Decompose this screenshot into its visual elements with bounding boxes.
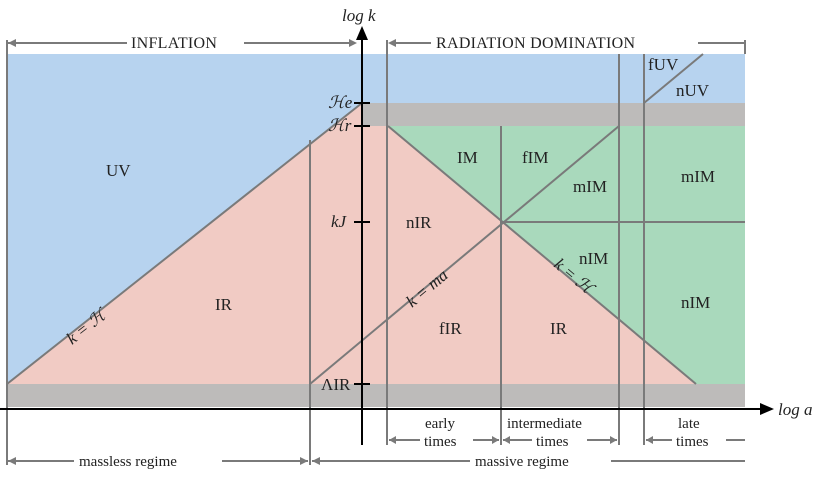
ir-region-radiation bbox=[362, 103, 696, 384]
region-label-nir: nIR bbox=[406, 213, 432, 232]
region-label-im: IM bbox=[457, 148, 478, 167]
tick-label-lambda-ir: ΛIR bbox=[321, 375, 351, 394]
regime-massless: massless regime bbox=[79, 454, 177, 470]
region-label-mim-mid: mIM bbox=[573, 177, 607, 196]
region-label-mim-right: mIM bbox=[681, 167, 715, 186]
time-intermediate-bottom: times bbox=[536, 434, 569, 450]
im-region bbox=[388, 126, 745, 384]
radiation-header: RADIATION DOMINATION bbox=[436, 35, 635, 52]
inflation-header: INFLATION bbox=[131, 35, 217, 52]
tick-label-kJ: kJ bbox=[331, 212, 348, 231]
time-late-bottom: times bbox=[676, 434, 709, 450]
region-label-fuv: fUV bbox=[648, 55, 679, 74]
radiation-arrow-left bbox=[388, 39, 396, 47]
region-label-uv: UV bbox=[106, 161, 131, 180]
region-label-ir: IR bbox=[215, 295, 233, 314]
gray-band-top bbox=[362, 103, 745, 126]
tick-label-Hr: ℋr bbox=[328, 116, 352, 135]
y-axis-arrowhead bbox=[356, 26, 368, 40]
y-axis-label: log k bbox=[342, 6, 376, 25]
inflation-arrow-right bbox=[349, 39, 357, 47]
region-label-nim-mid: nIM bbox=[579, 249, 608, 268]
regime-massive: massive regime bbox=[475, 454, 569, 470]
inflation-arrow-left bbox=[8, 39, 16, 47]
x-axis-label: log a bbox=[778, 400, 812, 419]
region-label-nim-right: nIM bbox=[681, 293, 710, 312]
time-intermediate-top: intermediate bbox=[507, 416, 582, 432]
region-label-nuv: nUV bbox=[676, 81, 710, 100]
region-label-fim: fIM bbox=[522, 148, 548, 167]
region-label-ir-right: IR bbox=[550, 319, 568, 338]
x-axis-arrowhead bbox=[760, 403, 774, 415]
time-early-bottom: times bbox=[424, 434, 457, 450]
region-label-fir: fIR bbox=[439, 319, 462, 338]
time-early-top: early bbox=[425, 416, 455, 432]
gray-band-bottom bbox=[7, 384, 745, 407]
tick-label-He: ℋe bbox=[328, 93, 353, 112]
time-late-top: late bbox=[678, 416, 700, 432]
